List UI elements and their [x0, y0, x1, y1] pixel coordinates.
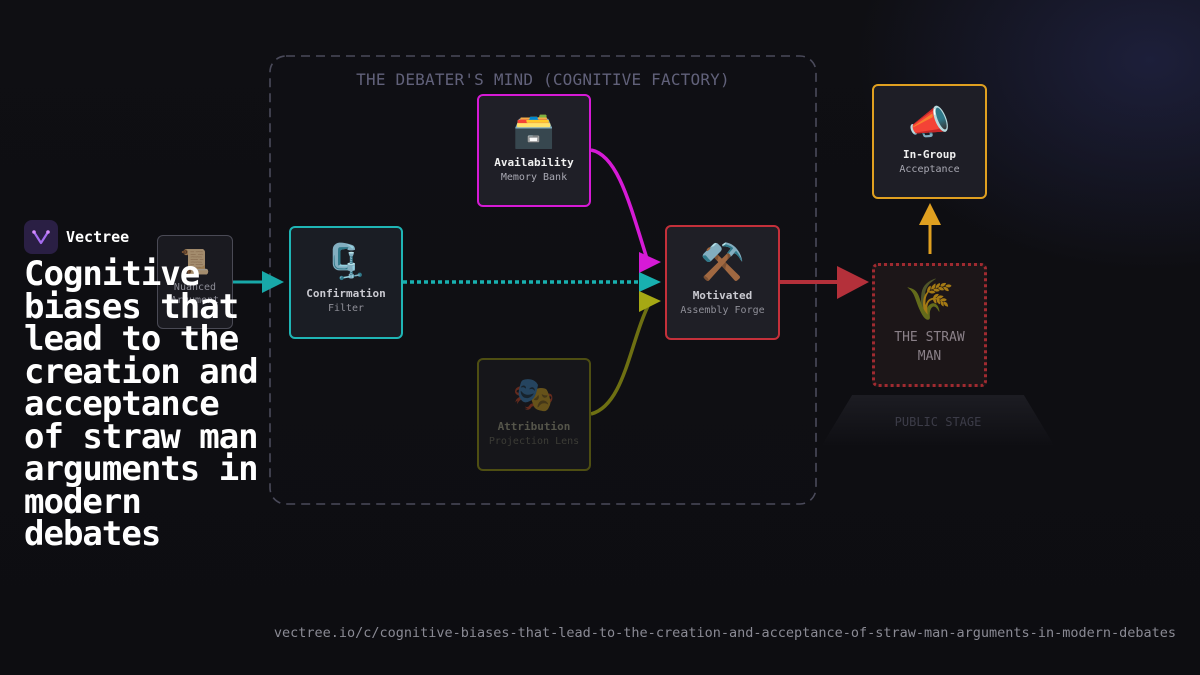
sheaf-of-rice-icon: 🌾	[904, 277, 955, 323]
brand: Vectree	[24, 220, 129, 254]
node-nuanced-line2: Argument	[170, 295, 220, 306]
node-availability-title: Availability	[494, 156, 574, 169]
node-attribution-projection-lens: 🎭 Attribution Projection Lens	[477, 358, 591, 471]
headline: Cognitive biases that lead to the creati…	[24, 254, 259, 554]
arrowhead-strawman	[837, 266, 869, 299]
node-motivated-title: Motivated	[692, 289, 753, 302]
node-ingroup-sub: Acceptance	[899, 164, 960, 175]
page-url[interactable]: vectree.io/c/cognitive-biases-that-lead-…	[273, 625, 1176, 641]
node-nuanced-line1: Nuanced	[173, 282, 217, 293]
scroll-icon: 📜	[180, 248, 210, 276]
node-confirmation-title: Confirmation	[306, 287, 386, 300]
arrowhead-olive-motivated	[639, 291, 661, 312]
performing-arts-icon: 🎭	[512, 375, 556, 415]
node-availability-memory-bank: 🗃️ Availability Memory Bank	[477, 94, 591, 207]
node-motivated-assembly-forge: ⚒️ Motivated Assembly Forge	[665, 225, 780, 340]
node-attribution-title: Attribution	[497, 420, 571, 433]
node-confirmation-sub: Filter	[327, 303, 365, 314]
node-strawman-line2: MAN	[917, 349, 942, 364]
arrowhead-confirmation	[262, 271, 284, 293]
node-confirmation-filter: 🗜️ Confirmation Filter	[289, 226, 403, 339]
node-strawman-line1: THE STRAW	[894, 330, 965, 345]
clamp-icon: 🗜️	[324, 242, 368, 282]
node-attribution-sub: Projection Lens	[488, 436, 580, 447]
node-in-group-acceptance: 📣 In-Group Acceptance	[872, 84, 987, 199]
arrowhead-ingroup	[919, 203, 941, 225]
arrowhead-teal-motivated	[639, 272, 661, 292]
node-availability-sub: Memory Bank	[500, 172, 568, 183]
node-nuanced-argument: 📜 Nuanced Argument	[157, 235, 233, 329]
arrowhead-magenta-motivated	[639, 252, 661, 273]
factory-title: THE DEBATER'S MIND (COGNITIVE FACTORY)	[356, 70, 730, 89]
megaphone-icon: 📣	[908, 103, 951, 143]
brand-name: Vectree	[66, 228, 130, 246]
connector-availability-to-motivated	[590, 148, 650, 263]
node-ingroup-title: In-Group	[903, 148, 956, 161]
public-stage-label: PUBLIC STAGE	[894, 415, 982, 429]
public-stage: PUBLIC STAGE	[822, 395, 1054, 445]
node-motivated-sub: Assembly Forge	[680, 305, 765, 316]
connector-attribution-to-motivated	[590, 301, 652, 416]
vectree-logo-icon	[24, 220, 58, 254]
hammer-and-pick-icon: ⚒️	[700, 242, 745, 283]
node-the-straw-man: 🌾 THE STRAW MAN	[872, 263, 987, 387]
card-file-box-icon: 🗃️	[512, 111, 556, 151]
